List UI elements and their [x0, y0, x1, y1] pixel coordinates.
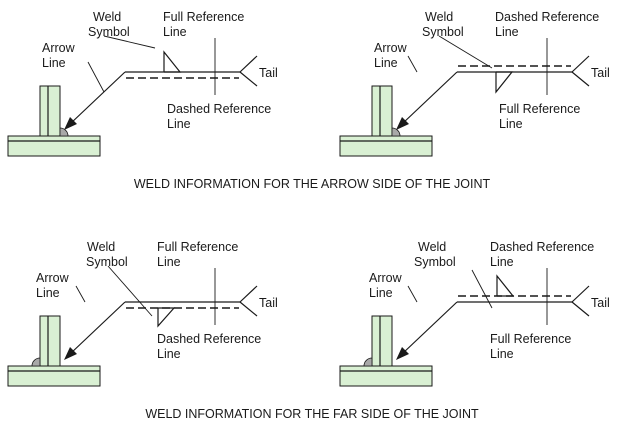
- tail-label: Tail: [591, 66, 610, 80]
- far-side-caption: WELD INFORMATION FOR THE FAR SIDE OF THE…: [145, 407, 479, 421]
- weld-symbol-triangle: [495, 71, 514, 94]
- weld-symbol-triangle: [496, 274, 515, 297]
- fillet-weld-bead: [363, 357, 373, 367]
- tail-label: Tail: [259, 296, 278, 310]
- fillet-weld-bead: [59, 127, 69, 137]
- tail-label: Tail: [591, 296, 610, 310]
- fillet-weld-bead: [391, 127, 401, 137]
- fillet-weld-bead: [31, 357, 41, 367]
- arrow-side-caption: WELD INFORMATION FOR THE ARROW SIDE OF T…: [134, 177, 491, 191]
- weld-symbol-triangle: [157, 307, 176, 328]
- weld-symbol-triangle: [163, 50, 182, 73]
- tail-label: Tail: [259, 66, 278, 80]
